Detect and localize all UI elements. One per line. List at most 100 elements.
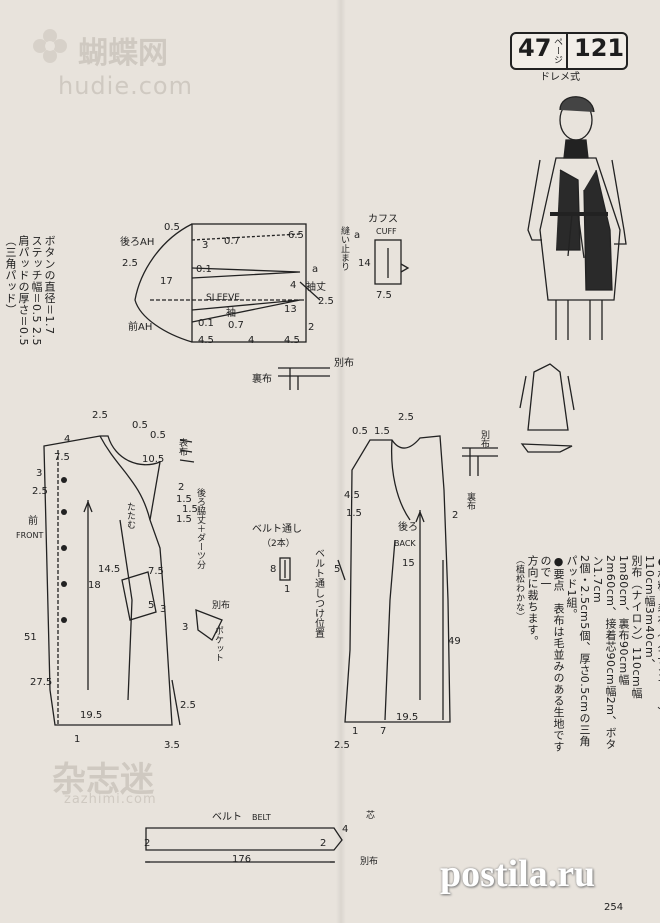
measure-label: 27.5 [30,677,52,688]
measure-label: 19.5 [396,712,418,723]
measure-label: 1 [352,726,358,737]
front-label: FRONT [16,531,43,540]
note-stitch-width: ステッチ幅＝0.5 2.5 [30,235,43,346]
coat-sleeves [527,159,627,245]
measure-label: 2 [320,838,326,849]
measure-label: 5 [148,600,154,611]
front-pocket [121,571,157,621]
materials-line: 方向に裁ちます。 [526,555,539,647]
measure-label: 14 [358,258,371,269]
measure-label: 2 [144,838,150,849]
cuff-outline [374,239,402,285]
pattern-number: 121 [574,34,625,62]
sleeve-notch-line [299,281,321,301]
measure-label: 1 [284,584,290,595]
front-hem-flare [171,679,181,726]
back-armhole-label: 後ろAH [120,235,154,248]
measure-label: 1.5 [374,426,390,437]
flat-sleeves [519,375,575,411]
button-icon [61,617,67,623]
coat-collar [563,139,589,159]
pocket-pieces [179,439,223,641]
back-center-seam [384,539,396,721]
coat-flat-sketch [519,363,575,453]
measure-label: 1.5 [176,494,192,505]
cuff-mark [400,263,410,273]
front-outline [43,435,173,726]
note-button-diameter: ボタンの直径＝1.7 [43,235,56,335]
measure-label: 4.5 [198,335,214,346]
coat-illustration [527,96,627,340]
measure-label: 176 [232,854,251,865]
measure-label: 1.5 [346,508,362,519]
measure-label: 15 [402,558,415,569]
measure-label: 0.1 [196,264,212,275]
fold-label: たたむ [125,502,136,529]
sleeve-mid-label: 袖丈 [306,280,326,293]
sleeve-outline [191,223,307,343]
measure-label: 4 [290,280,296,291]
measure-label: 18 [88,580,101,591]
sleeve-label: SLEEVE [206,293,240,303]
measure-label: 2.5 [32,486,48,497]
cuff-note-label: 縫い止まり [339,225,350,271]
measure-label: 5 [334,564,340,575]
measure-label: 2 [178,482,184,493]
seam-detail-sleeve [278,367,330,390]
front-pattern [43,435,181,726]
coat-body [539,157,621,301]
measure-label: 1.5 [176,514,192,525]
measure-label: 7.5 [148,566,164,577]
belt-jp-label: ベルト [212,811,242,823]
measure-label: 17 [160,276,173,287]
piping-detail [179,439,195,463]
coat-panel-left [556,169,581,251]
button-icon [61,509,67,515]
cuff-jp-label: カフス [368,213,398,225]
belt-loop-position-label: ベルト通しつけ位置 [313,548,325,638]
measure-label: 2.5 [318,296,334,307]
watermark-zazhimi-url: zazhimi.com [64,792,157,807]
measure-label: 0.5 [150,430,166,441]
model-legs [555,300,603,340]
interfacing-label: 芯 [366,809,375,821]
measure-label: 3 [202,240,208,251]
measure-label: 1.5 [182,504,198,515]
front-side-seam [119,519,133,701]
measure-label: 2 [452,510,458,521]
lining-label: 裏布 [252,372,272,385]
pattern-number-badge: 47 ページ 121 [510,32,628,70]
measure-label: 3 [36,468,42,479]
cuff-label: CUFF [376,227,397,236]
measure-label: 2.5 [180,700,196,711]
back-label: BACK [394,539,416,548]
belt-label: BELT [252,813,271,822]
measure-label: 7.5 [54,452,70,463]
note-shoulder-pad: 肩パッドの厚さ＝0.5 [17,235,30,346]
contrast-label: 別布 [334,357,354,369]
watermark-hudie-chinese: 蝴蝶网 [78,36,168,71]
measure-label: 4 [248,335,254,346]
sleeve-dart-line [191,233,301,241]
back-jp-label: 後ろ [398,520,418,533]
materials-line: 別布（ナイロン）110cm幅1m80cm、裏布90cm幅 [617,555,643,699]
page-fold-shadow [336,0,346,923]
button-icon [61,581,67,587]
measure-label: 1 [74,734,80,745]
belt-loop-qty-label: （2本） [262,537,295,549]
measure-label: 7.5 [376,290,392,301]
measure-label: 10.5 [142,454,164,465]
measure-label: 7 [380,726,386,737]
measure-label: 0.5 [164,222,180,233]
fabric-label: 表布 [177,437,188,457]
belt-loop-outline [279,557,291,581]
materials-line: ●材料 表布（人工スエード）110cm幅3m40cm、 [643,555,660,718]
materials-line: 2個・2.5cm5個、厚さ0.5cmの三角パッド1組。 [565,555,591,748]
materials-line: 2m60cm、接着芯90cm幅2m、ボタン1.7cm [591,555,617,750]
measure-label: 19.5 [80,710,102,721]
coat-panel-right [583,169,613,291]
measure-label: a [354,230,360,241]
belt-loop-position-mark [337,559,346,581]
front-armhole-label: 前AH [128,320,152,333]
